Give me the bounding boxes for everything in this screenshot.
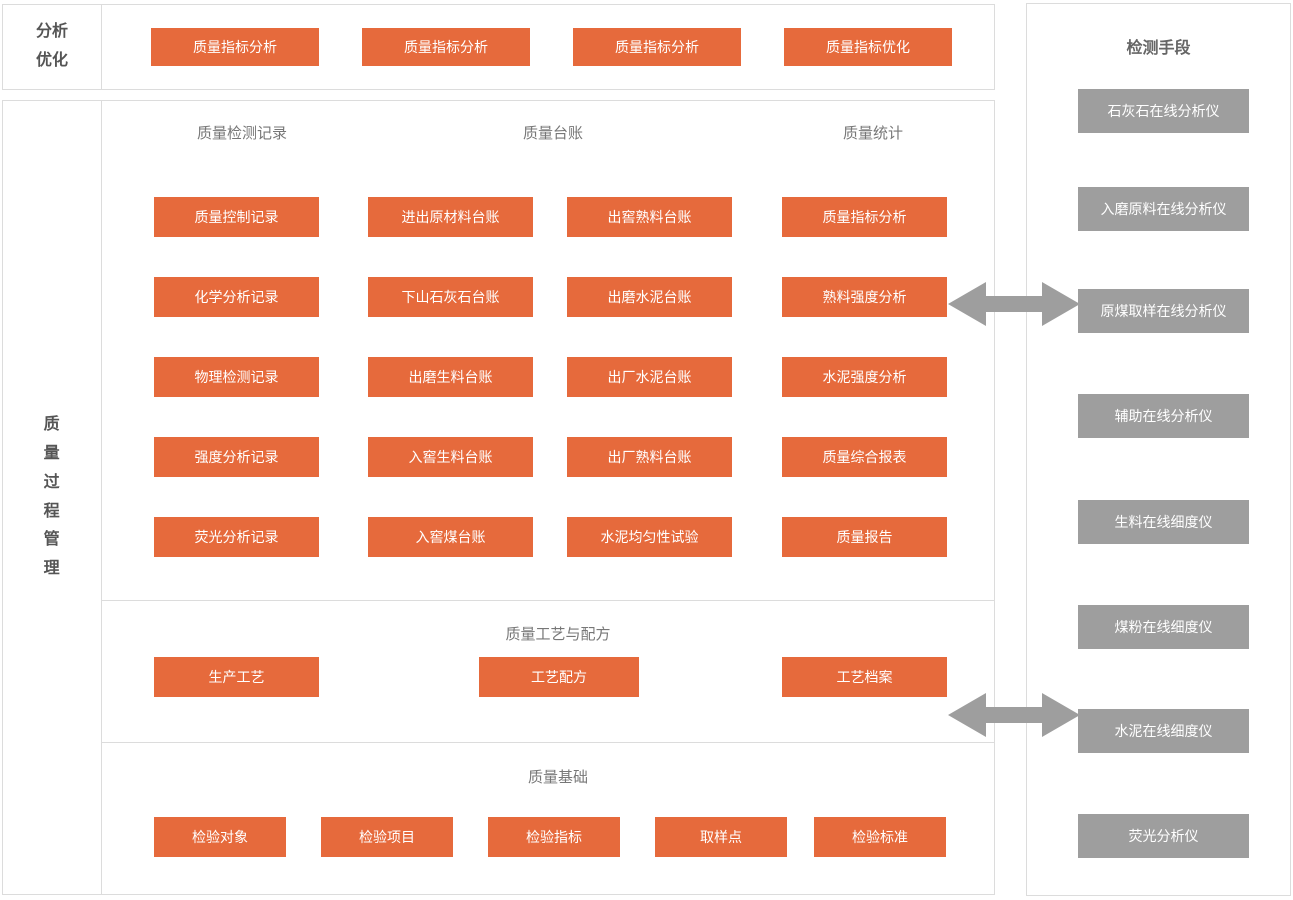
device-button[interactable]: 水泥在线细度仪: [1078, 709, 1249, 753]
device-button[interactable]: 原煤取样在线分析仪: [1078, 289, 1249, 333]
quality-indicator-analysis-button[interactable]: 质量指标分析: [151, 28, 319, 66]
basic-item-button[interactable]: 检验指标: [488, 817, 620, 857]
production-craft-button[interactable]: 生产工艺: [154, 657, 319, 697]
quality-indicator-analysis-button[interactable]: 质量指标分析: [573, 28, 741, 66]
analysis-buttons-area: 质量指标分析 质量指标分析 质量指标分析 质量指标优化: [102, 5, 994, 89]
quality-process-management-label: 质量过程管理: [43, 416, 61, 578]
ledger-button[interactable]: 出厂熟料台账: [567, 437, 732, 477]
quality-process-label-cell: 质量过程管理: [3, 101, 102, 894]
inspection-record-button[interactable]: 化学分析记录: [154, 277, 319, 317]
basic-item-button[interactable]: 检验标准: [814, 817, 946, 857]
analysis-optimization-label-cell: 分析优化: [3, 5, 102, 89]
quality-basics-header: 质量基础: [527, 769, 589, 786]
craft-formula-block: 质量工艺与配方 生产工艺 工艺配方 工艺档案: [102, 601, 994, 743]
statistics-button[interactable]: 质量报告: [782, 517, 947, 557]
device-button[interactable]: 生料在线细度仪: [1078, 500, 1249, 544]
ledger-button[interactable]: 出窖熟料台账: [567, 197, 732, 237]
ledger-button[interactable]: 出磨水泥台账: [567, 277, 732, 317]
detection-means-panel: 检测手段 石灰石在线分析仪 入磨原料在线分析仪 原煤取样在线分析仪 辅助在线分析…: [1026, 3, 1291, 896]
inspection-record-button[interactable]: 物理检测记录: [154, 357, 319, 397]
ledger-button[interactable]: 入窖生料台账: [368, 437, 533, 477]
basic-item-button[interactable]: 检验项目: [321, 817, 453, 857]
statistics-button[interactable]: 水泥强度分析: [782, 357, 947, 397]
quality-basics-block: 质量基础 检验对象 检验项目 检验指标 取样点 检验标准: [102, 743, 994, 894]
double-arrow-icon: [948, 693, 1080, 737]
device-button[interactable]: 煤粉在线细度仪: [1078, 605, 1249, 649]
statistics-button[interactable]: 熟料强度分析: [782, 277, 947, 317]
inspection-record-button[interactable]: 质量控制记录: [154, 197, 319, 237]
statistics-button[interactable]: 质量综合报表: [782, 437, 947, 477]
inspection-record-button[interactable]: 强度分析记录: [154, 437, 319, 477]
quality-records-block: 质量检测记录 质量台账 质量统计 质量控制记录 化学分析记录 物理检测记录 强度…: [102, 101, 994, 601]
ledger-button[interactable]: 水泥均匀性试验: [567, 517, 732, 557]
double-arrow-icon: [948, 282, 1080, 326]
device-button[interactable]: 辅助在线分析仪: [1078, 394, 1249, 438]
detection-means-title: 检测手段: [1126, 40, 1191, 57]
ledger-button[interactable]: 出厂水泥台账: [567, 357, 732, 397]
quality-process-management-panel: 质量过程管理 质量检测记录 质量台账 质量统计 质量控制记录 化学分析记录 物理…: [2, 100, 995, 895]
analysis-optimization-panel: 分析优化 质量指标分析 质量指标分析 质量指标分析 质量指标优化: [2, 4, 995, 90]
basic-item-button[interactable]: 检验对象: [154, 817, 286, 857]
craft-formula-header: 质量工艺与配方: [505, 626, 611, 643]
device-button[interactable]: 石灰石在线分析仪: [1078, 89, 1249, 133]
craft-archive-button[interactable]: 工艺档案: [782, 657, 947, 697]
statistics-button[interactable]: 质量指标分析: [782, 197, 947, 237]
quality-process-content: 质量检测记录 质量台账 质量统计 质量控制记录 化学分析记录 物理检测记录 强度…: [102, 101, 994, 894]
device-button[interactable]: 荧光分析仪: [1078, 814, 1249, 858]
ledger-button[interactable]: 出磨生料台账: [368, 357, 533, 397]
basic-item-button[interactable]: 取样点: [655, 817, 787, 857]
quality-ledger-header: 质量台账: [522, 125, 584, 142]
quality-indicator-optimization-button[interactable]: 质量指标优化: [784, 28, 952, 66]
craft-formula-button[interactable]: 工艺配方: [479, 657, 639, 697]
ledger-button[interactable]: 下山石灰石台账: [368, 277, 533, 317]
analysis-optimization-label: 分析优化: [36, 23, 69, 69]
inspection-records-header: 质量检测记录: [196, 125, 288, 142]
quality-indicator-analysis-button[interactable]: 质量指标分析: [362, 28, 530, 66]
device-button[interactable]: 入磨原料在线分析仪: [1078, 187, 1249, 231]
inspection-record-button[interactable]: 荧光分析记录: [154, 517, 319, 557]
ledger-button[interactable]: 进出原材料台账: [368, 197, 533, 237]
quality-statistics-header: 质量统计: [842, 125, 904, 142]
ledger-button[interactable]: 入窖煤台账: [368, 517, 533, 557]
